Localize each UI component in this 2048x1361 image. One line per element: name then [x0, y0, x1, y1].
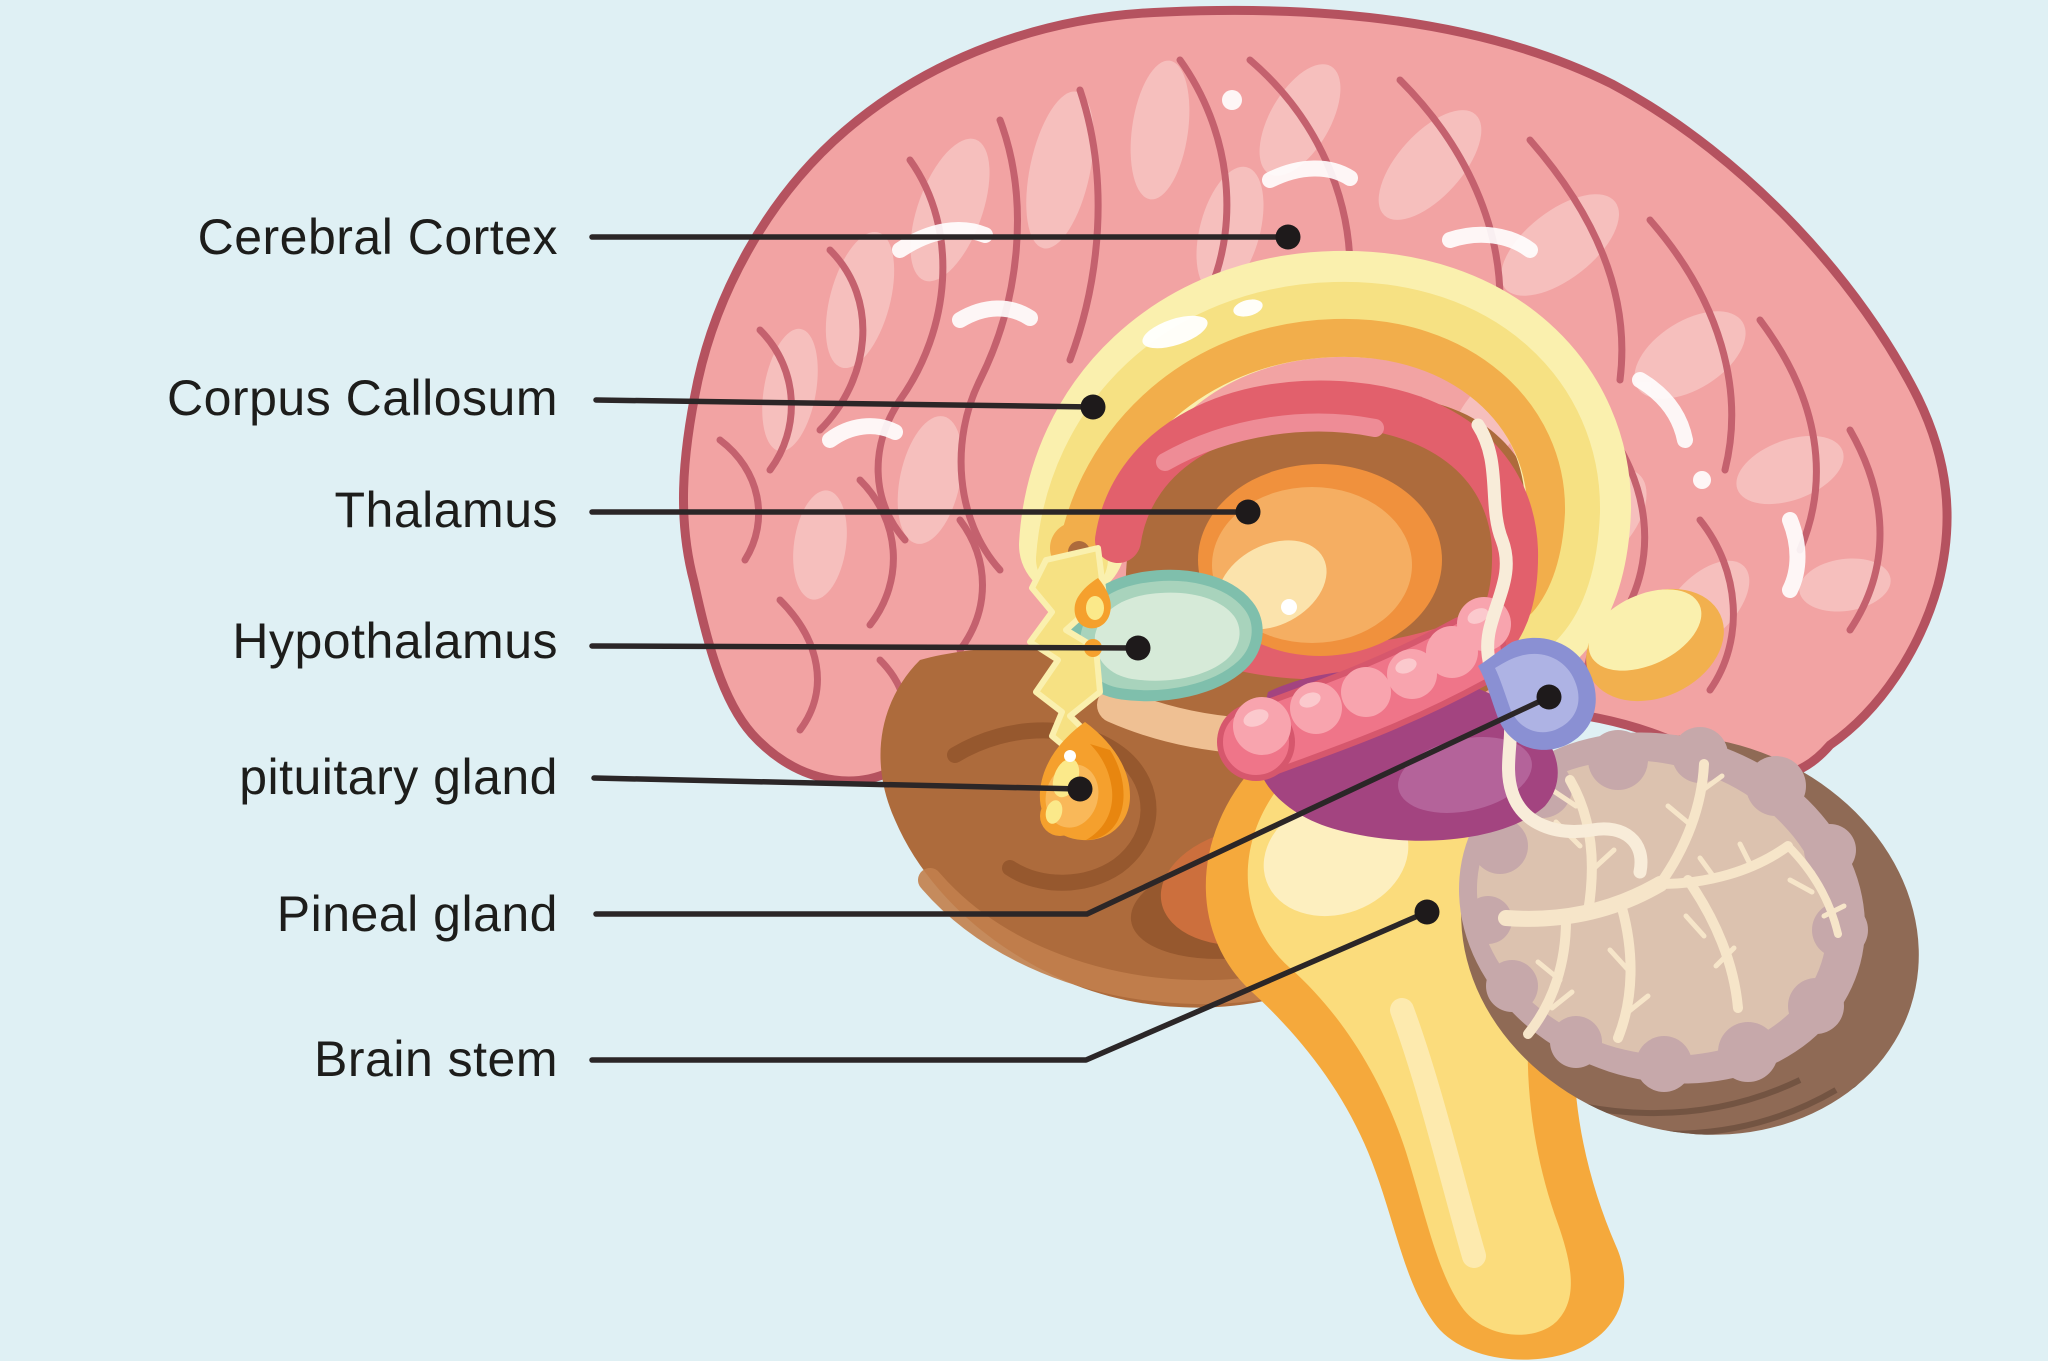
- label-hypothalamus: Hypothalamus: [232, 613, 558, 669]
- label-thalamus: Thalamus: [334, 482, 558, 538]
- marker-dot-cerebral-cortex: [1275, 224, 1301, 250]
- label-pituitary-gland: pituitary gland: [239, 749, 558, 805]
- marker-dot-thalamus: [1235, 499, 1261, 525]
- marker-dot-pineal-gland: [1536, 684, 1562, 710]
- corpus-callosum-shape: [1019, 250, 1631, 675]
- cerebellum-lobe-notches: [1464, 727, 1868, 1092]
- marker-dots: [1067, 224, 1562, 925]
- label-cerebral-cortex: Cerebral Cortex: [198, 209, 558, 265]
- label-brain-stem: Brain stem: [314, 1031, 558, 1087]
- leader-lines: [589, 234, 1552, 1063]
- label-pineal-gland: Pineal gland: [277, 886, 558, 942]
- labels: Cerebral Cortex Corpus Callosum Thalamus…: [167, 209, 558, 1087]
- leader-line-pituitary-gland: [591, 775, 1083, 792]
- hypothalamus-shape: [1069, 569, 1263, 702]
- leader-line-brain-stem: [589, 909, 1430, 1063]
- leader-line-pineal-gland: [593, 694, 1552, 917]
- band-gloss: [1142, 315, 1208, 349]
- marker-dot-pituitary-gland: [1067, 776, 1093, 802]
- hippocampus-shape: [1217, 597, 1511, 781]
- splenium-lobe: [1586, 588, 1724, 702]
- marker-dot-hypothalamus: [1125, 635, 1151, 661]
- label-corpus-callosum: Corpus Callosum: [167, 370, 558, 426]
- marker-dot-corpus-callosum: [1080, 394, 1106, 420]
- leader-line-corpus-callosum: [593, 397, 1096, 410]
- leader-line-hypothalamus: [589, 643, 1141, 651]
- marker-dot-brain-stem: [1414, 899, 1440, 925]
